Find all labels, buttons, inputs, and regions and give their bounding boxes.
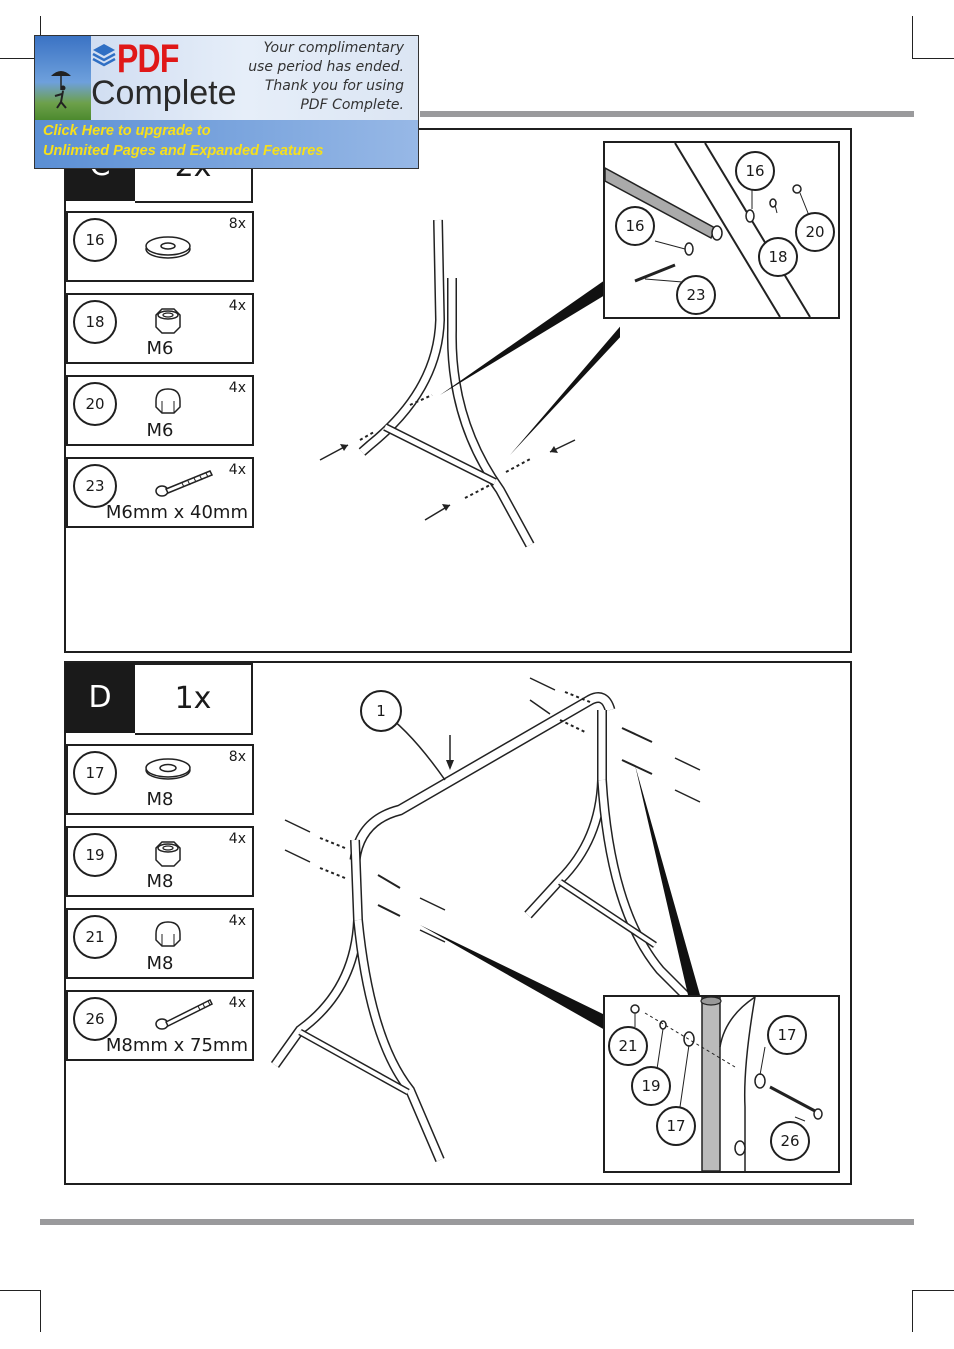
callout-1: 1 <box>360 690 402 732</box>
callout-17: 17 <box>767 1015 807 1055</box>
logo-complete-text: Complete <box>91 74 237 112</box>
part-19: 19 4x M8 <box>66 826 254 897</box>
part-20: 20 4x M6 <box>66 375 254 446</box>
part-number: 17 <box>73 751 117 795</box>
upgrade-banner[interactable]: PDF Complete Your complimentary use peri… <box>34 35 419 169</box>
part-number: 16 <box>73 218 117 262</box>
cap-nut-icon <box>155 388 181 414</box>
part-label: M6mm x 40mm <box>105 502 248 523</box>
banner-image <box>35 36 91 120</box>
callout-19: 19 <box>631 1066 671 1106</box>
callout-26: 26 <box>770 1121 810 1161</box>
callout-23: 23 <box>676 275 716 315</box>
part-quantity: 4x <box>228 380 246 396</box>
part-number: 18 <box>73 300 117 344</box>
person-umbrella-icon <box>51 71 71 109</box>
part-label: M6 <box>146 420 174 441</box>
part-23: 23 4x M6mm x 40mm <box>66 457 254 528</box>
part-label: M6 <box>146 338 174 359</box>
step-d-assembly-drawing <box>270 677 701 1162</box>
crop-mark <box>912 1290 913 1332</box>
upgrade-link[interactable]: Click Here to upgrade to Unlimited Pages… <box>35 120 418 168</box>
message-line: PDF Complete. <box>300 97 404 113</box>
crop-mark <box>912 58 954 59</box>
pdf-complete-logo-icon <box>92 44 116 67</box>
callout-21: 21 <box>608 1026 648 1066</box>
part-label: M8 <box>146 789 174 810</box>
hex-nut-icon <box>155 308 181 334</box>
step-d-detail-drawing <box>630 997 823 1171</box>
logo-pdf-text: PDF <box>117 37 179 81</box>
hex-nut-icon <box>155 841 181 867</box>
part-number: 23 <box>73 464 117 508</box>
part-26: 26 4x M8mm x 75mm <box>66 990 254 1061</box>
step-d-header: D 1x <box>65 663 253 735</box>
callout-20: 20 <box>795 212 835 252</box>
part-number: 19 <box>73 833 117 877</box>
callout-16: 16 <box>615 206 655 246</box>
part-16: 16 8x <box>66 211 254 282</box>
step-c-detail-drawing <box>605 143 811 317</box>
part-quantity: 4x <box>228 913 246 929</box>
part-quantity: 4x <box>228 298 246 314</box>
part-quantity: 8x <box>228 749 246 765</box>
part-quantity: 4x <box>228 995 246 1011</box>
part-number: 26 <box>73 997 117 1041</box>
callout-18: 18 <box>758 237 798 277</box>
part-quantity: 4x <box>228 462 246 478</box>
part-17: 17 8x M8 <box>66 744 254 815</box>
crop-mark <box>912 1290 954 1291</box>
message-line: Your complimentary <box>263 40 404 56</box>
part-18: 18 4x M6 <box>66 293 254 364</box>
trial-ended-message: Your complimentary use period has ended.… <box>234 39 404 115</box>
upgrade-link-line1[interactable]: Click Here to upgrade to <box>43 123 211 139</box>
part-label: M8 <box>146 953 174 974</box>
step-c-detail-inset: 16 16 20 18 23 <box>603 141 840 319</box>
part-quantity: 4x <box>228 831 246 847</box>
crop-mark <box>0 58 40 59</box>
part-number: 21 <box>73 915 117 959</box>
callout-16: 16 <box>735 151 775 191</box>
crop-mark <box>0 1290 40 1291</box>
message-line: Thank you for using <box>264 78 404 94</box>
cap-nut-icon <box>155 921 181 947</box>
step-d-detail-inset: 21 19 17 17 26 <box>603 995 840 1173</box>
step-d-letter: D <box>65 663 135 733</box>
footer-rule <box>40 1219 914 1225</box>
callout-17: 17 <box>656 1106 696 1146</box>
washer-icon <box>145 758 191 780</box>
part-label: M8mm x 75mm <box>105 1035 248 1056</box>
washer-icon <box>145 236 191 259</box>
upgrade-link-line2[interactable]: Unlimited Pages and Expanded Features <box>43 143 324 159</box>
crop-mark <box>40 1290 41 1332</box>
header-rule <box>420 111 914 117</box>
step-d-quantity: 1x <box>135 663 253 735</box>
part-21: 21 4x M8 <box>66 908 254 979</box>
part-quantity: 8x <box>228 216 246 232</box>
part-label: M8 <box>146 871 174 892</box>
step-c-assembly-drawing <box>319 219 620 548</box>
part-number: 20 <box>73 382 117 426</box>
bolt-icon <box>155 470 214 497</box>
bolt-icon <box>155 998 214 1030</box>
message-line: use period has ended. <box>248 59 404 75</box>
crop-mark <box>912 16 913 58</box>
